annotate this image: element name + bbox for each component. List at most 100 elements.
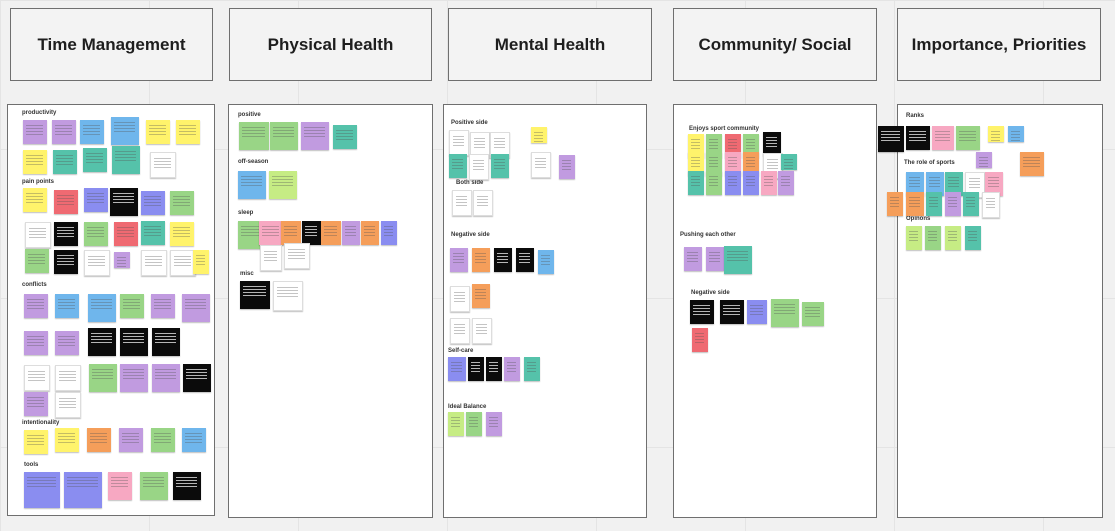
- sticky-note[interactable]: [771, 299, 799, 327]
- sticky-note[interactable]: [449, 130, 469, 156]
- sticky-note[interactable]: [239, 122, 269, 150]
- sticky-note[interactable]: [182, 294, 210, 322]
- sticky-note[interactable]: [120, 328, 148, 356]
- sticky-note[interactable]: [688, 152, 704, 176]
- sticky-note[interactable]: [690, 300, 714, 324]
- sticky-note[interactable]: [55, 428, 79, 452]
- sticky-note[interactable]: [468, 357, 484, 381]
- sticky-note[interactable]: [24, 365, 50, 391]
- sticky-note[interactable]: [23, 150, 47, 174]
- sticky-note[interactable]: [743, 152, 759, 176]
- sticky-note[interactable]: [472, 284, 490, 308]
- sticky-note[interactable]: [24, 472, 60, 508]
- sticky-note[interactable]: [486, 357, 502, 381]
- sticky-note[interactable]: [452, 190, 472, 216]
- sticky-note[interactable]: [259, 221, 283, 245]
- sticky-note[interactable]: [119, 428, 143, 452]
- sticky-note[interactable]: [802, 302, 824, 326]
- column-header-mental-health[interactable]: Mental Health: [448, 8, 652, 81]
- sticky-note[interactable]: [54, 222, 78, 246]
- sticky-note[interactable]: [743, 171, 759, 195]
- sticky-note[interactable]: [24, 294, 48, 318]
- sticky-note[interactable]: [450, 248, 468, 272]
- sticky-note[interactable]: [273, 281, 303, 311]
- sticky-note[interactable]: [114, 252, 130, 268]
- sticky-note[interactable]: [516, 248, 534, 272]
- sticky-note[interactable]: [494, 248, 512, 272]
- sticky-note[interactable]: [152, 364, 180, 392]
- sticky-note[interactable]: [342, 221, 360, 245]
- sticky-note[interactable]: [84, 222, 108, 246]
- sticky-note[interactable]: [906, 226, 922, 250]
- board-frame-importance-priorities[interactable]: [897, 104, 1103, 518]
- sticky-note[interactable]: [120, 364, 148, 392]
- sticky-note[interactable]: [725, 152, 741, 176]
- sticky-note[interactable]: [24, 392, 48, 416]
- sticky-note[interactable]: [170, 191, 194, 215]
- sticky-note[interactable]: [781, 154, 797, 170]
- sticky-note[interactable]: [504, 357, 520, 381]
- sticky-note[interactable]: [524, 357, 540, 381]
- sticky-note[interactable]: [24, 331, 48, 355]
- sticky-note[interactable]: [270, 122, 298, 150]
- sticky-note[interactable]: [238, 171, 266, 199]
- sticky-note[interactable]: [89, 364, 117, 392]
- sticky-note[interactable]: [531, 127, 547, 143]
- sticky-note[interactable]: [88, 328, 116, 356]
- sticky-note[interactable]: [240, 281, 270, 309]
- sticky-note[interactable]: [140, 472, 168, 500]
- sticky-note[interactable]: [887, 192, 903, 216]
- sticky-note[interactable]: [945, 172, 963, 196]
- sticky-note[interactable]: [55, 365, 81, 391]
- sticky-note[interactable]: [361, 221, 379, 245]
- sticky-note[interactable]: [55, 294, 79, 318]
- sticky-note[interactable]: [472, 318, 492, 344]
- sticky-note[interactable]: [83, 148, 107, 172]
- sticky-note[interactable]: [963, 192, 979, 216]
- sticky-note[interactable]: [55, 331, 79, 355]
- sticky-note[interactable]: [170, 222, 194, 246]
- sticky-note[interactable]: [53, 150, 77, 174]
- sticky-note[interactable]: [52, 120, 76, 144]
- sticky-note[interactable]: [706, 171, 722, 195]
- sticky-note[interactable]: [965, 226, 981, 250]
- sticky-note[interactable]: [141, 250, 167, 276]
- sticky-note[interactable]: [176, 120, 200, 144]
- sticky-note[interactable]: [559, 155, 575, 179]
- sticky-note[interactable]: [193, 250, 209, 274]
- sticky-note[interactable]: [473, 190, 493, 216]
- sticky-note[interactable]: [87, 428, 111, 452]
- sticky-note[interactable]: [64, 472, 102, 508]
- sticky-note[interactable]: [23, 188, 47, 212]
- sticky-note[interactable]: [932, 126, 954, 150]
- sticky-note[interactable]: [747, 300, 767, 324]
- sticky-note[interactable]: [141, 221, 165, 245]
- sticky-note[interactable]: [88, 294, 116, 322]
- sticky-note[interactable]: [110, 188, 138, 216]
- sticky-note[interactable]: [84, 250, 110, 276]
- sticky-note[interactable]: [151, 428, 175, 452]
- sticky-note[interactable]: [778, 171, 794, 195]
- sticky-note[interactable]: [146, 120, 170, 144]
- sticky-note[interactable]: [878, 126, 904, 152]
- sticky-note[interactable]: [114, 222, 138, 246]
- sticky-note[interactable]: [448, 412, 464, 436]
- sticky-note[interactable]: [333, 125, 357, 149]
- sticky-note[interactable]: [763, 132, 781, 156]
- sticky-note[interactable]: [945, 192, 961, 216]
- sticky-note[interactable]: [724, 246, 752, 274]
- sticky-note[interactable]: [956, 126, 980, 150]
- sticky-note[interactable]: [982, 192, 1000, 218]
- sticky-note[interactable]: [472, 248, 490, 272]
- sticky-note[interactable]: [449, 154, 467, 178]
- sticky-note[interactable]: [906, 126, 930, 150]
- sticky-note[interactable]: [120, 294, 144, 318]
- sticky-note[interactable]: [381, 221, 397, 245]
- sticky-note[interactable]: [260, 245, 282, 271]
- sticky-note[interactable]: [926, 172, 944, 196]
- sticky-note[interactable]: [321, 221, 341, 245]
- sticky-note[interactable]: [469, 154, 489, 180]
- sticky-note[interactable]: [1008, 126, 1024, 142]
- sticky-note[interactable]: [906, 192, 924, 216]
- sticky-note[interactable]: [301, 122, 329, 150]
